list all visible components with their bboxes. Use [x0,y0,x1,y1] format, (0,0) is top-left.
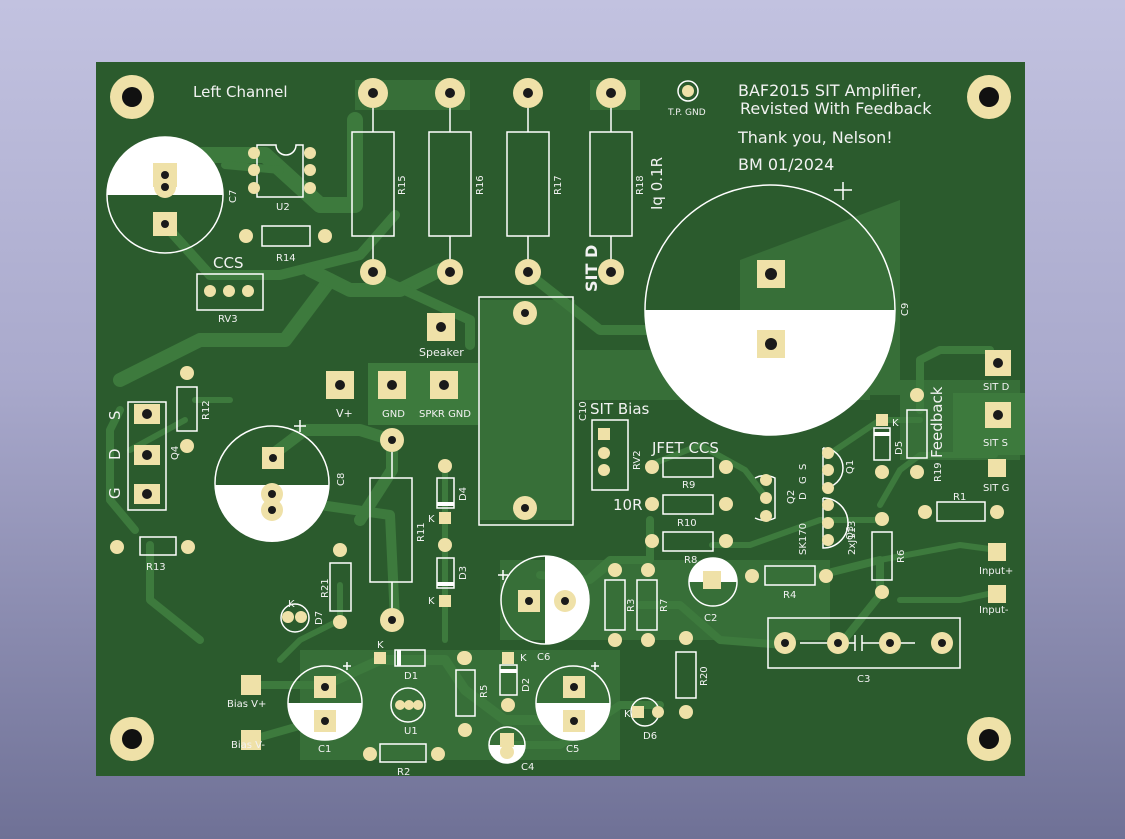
ref-q3: Q3 [845,526,856,540]
ref-r21: R21 [320,578,331,598]
ref-c3: C3 [857,674,870,685]
label-q2-d: D [798,492,809,500]
ref-c9: C9 [900,303,911,316]
mounting-hole [110,75,154,119]
ref-d2: D2 [521,678,532,692]
ref-r2: R2 [397,767,410,778]
cathode-mark-d3: K [428,596,435,607]
silkscreen [106,80,986,764]
label-input-minus: Input- [979,605,1009,616]
label-input-plus: Input+ [979,566,1013,577]
ref-c6: C6 [537,652,550,663]
ref-r17: R17 [553,175,564,195]
ref-r4: R4 [783,590,796,601]
ref-r9: R9 [682,480,695,491]
ref-d6: D6 [643,731,657,742]
ref-rv2: RV2 [632,450,643,470]
ref-u1: U1 [404,726,418,737]
label-spkr-gnd: SPKR GND [419,409,471,420]
label-sit-s: SIT S [983,438,1008,449]
label-pin-d: D [106,448,124,460]
label-bias-vminus: Bias V- [231,740,265,751]
label-pin-g: G [106,487,124,499]
ref-c7: C7 [228,190,239,203]
mounting-hole [967,75,1011,119]
label-title-2: Revisted With Feedback [740,99,932,118]
ref-rv3: RV3 [218,314,238,325]
ref-r13: R13 [146,562,166,573]
ref-r16: R16 [475,175,486,195]
label-gnd: GND [382,409,405,420]
label-jfet-ccs: JFET CCS [651,439,719,457]
mounting-hole [967,717,1011,761]
label-date: BM 01/2024 [738,155,834,174]
ref-r6: R6 [896,550,907,563]
ref-r18: R18 [635,175,646,195]
ref-r8: R8 [684,555,697,566]
mounting-holes [110,75,1011,761]
label-sk170: SK170 [798,523,809,555]
ref-r7: R7 [659,599,670,612]
diode-bands [397,432,890,673]
drill-holes [142,88,1003,725]
label-iq: Iq 0.1R [648,157,666,210]
label-sit-bias: SIT Bias [590,400,650,418]
ref-c4: C4 [521,762,534,773]
label-vplus: V+ [336,407,353,420]
ref-r3: R3 [626,599,637,612]
label-q2-g: G [798,476,809,484]
ref-r14: R14 [276,253,296,264]
label-2xj113: 2xJ113 [847,521,858,555]
ref-d4: D4 [458,487,469,501]
label-bias-vplus: Bias V+ [227,699,266,710]
cathode-mark-d6: K [624,709,631,720]
ref-u2: U2 [276,202,290,213]
label-q2-s: S [798,464,809,470]
mounting-hole [110,717,154,761]
cathode-mark-d2: K [520,653,527,664]
ref-q1: Q1 [845,460,856,474]
ref-d1: D1 [404,671,418,682]
label-10r: 10R [613,496,643,514]
ref-r1: R1 [953,492,966,503]
label-speaker: Speaker [419,346,464,359]
ref-r10: R10 [677,518,697,529]
label-feedback: Feedback [928,386,946,458]
label-ccs: CCS [213,254,243,272]
label-left-channel: Left Channel [193,83,288,101]
ref-c10: C10 [578,401,589,421]
cathode-mark-d4: K [428,514,435,525]
label-sit-d: SIT D [983,382,1010,393]
label-thanks: Thank you, Nelson! [737,128,893,147]
label-sit-d-vertical: SIT D [582,245,601,292]
ref-r12: R12 [201,400,212,420]
lead-pads [110,85,1004,761]
ref-r15: R15 [397,175,408,195]
ref-d7: D7 [314,611,325,625]
ref-q4: Q4 [170,446,181,460]
label-title-1: BAF2015 SIT Amplifier, [738,81,922,100]
ref-c5: C5 [566,744,579,755]
ref-r11: R11 [416,522,427,542]
ref-r5: R5 [479,685,490,698]
ref-q2: Q2 [786,490,797,504]
label-tp-gnd: T.P. GND [667,108,706,118]
ref-d3: D3 [458,566,469,580]
ref-d5: D5 [894,441,905,455]
ref-r19: R19 [933,462,944,482]
ref-c2: C2 [704,613,717,624]
ref-c1: C1 [318,744,331,755]
cathode-mark-d1: K [377,640,384,651]
cathode-mark-d7: K [288,599,295,610]
cathode-mark-d5: K [892,418,899,429]
label-pin-s: S [106,410,124,420]
ref-r20: R20 [699,666,710,686]
silkscreen-text: Left Channel BAF2015 SIT Amplifier, Revi… [106,81,1013,778]
ref-c8: C8 [336,473,347,486]
label-sit-g: SIT G [983,483,1009,494]
